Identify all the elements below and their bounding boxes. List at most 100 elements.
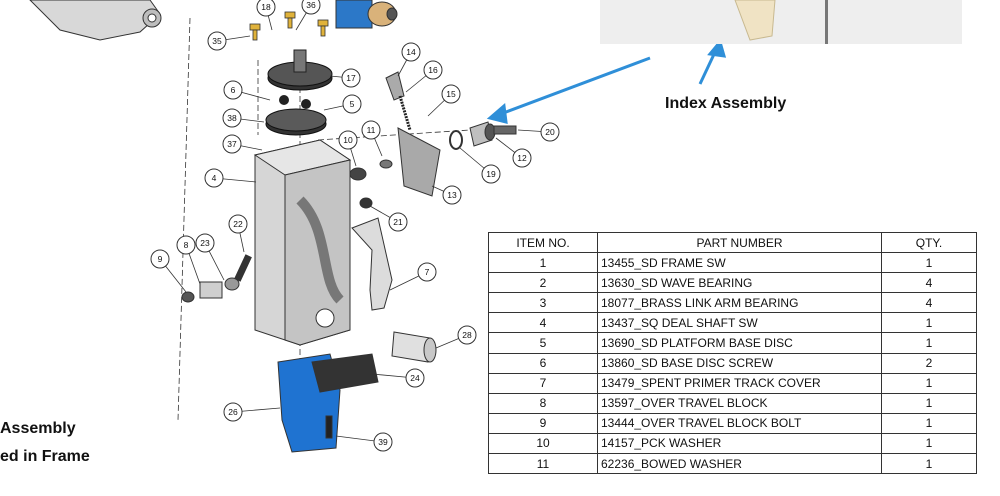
quantity: 1: [881, 312, 977, 334]
quantity: 1: [881, 392, 977, 414]
bom-header-qty: QTY.: [881, 231, 977, 254]
callout-balloon: [207, 31, 227, 51]
callout-balloon: [540, 122, 560, 142]
callout-balloon: [512, 148, 532, 168]
callout-number: 9: [158, 254, 163, 264]
blue-chute-part: [277, 353, 379, 453]
shaft-cylinder: [391, 331, 437, 363]
callout-12: 12: [495, 137, 532, 168]
quantity: 1: [881, 252, 977, 274]
callout-number: 5: [350, 99, 355, 109]
spent-primer-track-cover: [351, 217, 393, 311]
index-assembly-caption: Index Assembly: [665, 95, 787, 112]
callout-balloon: [228, 214, 248, 234]
callout-17: 17: [329, 68, 361, 88]
callout-6: 6: [223, 80, 271, 101]
left-caption-line2: ed in Frame: [0, 448, 90, 465]
part-number: 13455_SD FRAME SW: [597, 252, 882, 274]
index-assembly-photo: [600, 0, 962, 44]
callout-balloon: [442, 185, 462, 205]
part-number: 13630_SD WAVE BEARING: [597, 272, 882, 294]
callout-balloon: [405, 368, 425, 388]
callout-balloon: [423, 60, 443, 80]
callout-number: 15: [446, 89, 456, 99]
part-number: 13479_SPENT PRIMER TRACK COVER: [597, 372, 882, 394]
callout-balloon: [417, 262, 437, 282]
quantity: 4: [881, 292, 977, 314]
quantity: 4: [881, 272, 977, 294]
callout-8: 8: [176, 235, 201, 285]
top-screws: [249, 11, 329, 41]
callout-number: 26: [228, 407, 238, 417]
item-no: 4: [488, 312, 598, 334]
callout-balloon: [223, 80, 243, 100]
callout-balloon: [204, 168, 224, 188]
quantity: 1: [881, 372, 977, 394]
over-travel-block-parts: [181, 254, 252, 303]
callout-number: 10: [343, 135, 353, 145]
part-number: 14157_PCK WASHER: [597, 432, 882, 455]
callout-19: 19: [459, 147, 501, 184]
callout-5: 5: [323, 94, 362, 114]
item-no: 2: [488, 272, 598, 294]
callout-number: 35: [212, 36, 222, 46]
platform-base-disc: [267, 49, 333, 91]
item-no: 3: [488, 292, 598, 314]
callout-38: 38: [222, 108, 265, 128]
index-mechanism-parts: [349, 71, 517, 209]
callout-number: 18: [261, 2, 271, 12]
callout-15: 15: [427, 84, 461, 117]
callout-balloon: [388, 212, 408, 232]
callout-number: 38: [227, 113, 237, 123]
callout-10: 10: [338, 130, 358, 167]
callout-26: 26: [223, 402, 281, 422]
part-number: 13597_OVER TRAVEL BLOCK: [597, 392, 882, 414]
callout-7: 7: [389, 262, 437, 291]
callout-number: 13: [447, 190, 457, 200]
callout-balloon: [441, 84, 461, 104]
left-caption-line1: Assembly: [0, 420, 76, 437]
part-number: 18077_BRASS LINK ARM BEARING: [597, 292, 882, 314]
callout-number: 19: [486, 169, 496, 179]
callout-4: 4: [204, 168, 257, 188]
callout-number: 11: [367, 125, 376, 135]
callout-number: 22: [233, 219, 243, 229]
callout-21: 21: [369, 205, 408, 232]
part-number: 62236_BOWED WASHER: [597, 453, 882, 475]
index-arrows: [486, 38, 727, 124]
top-shaft-part: [335, 0, 398, 29]
item-no: 8: [488, 392, 598, 414]
callout-number: 21: [393, 217, 403, 227]
callout-23: 23: [195, 233, 225, 281]
callout-39: 39: [335, 432, 393, 452]
callout-balloon: [222, 108, 242, 128]
callout-number: 4: [212, 173, 217, 183]
callout-18: 18: [256, 0, 276, 31]
quantity: 2: [881, 352, 977, 374]
callout-balloon: [373, 432, 393, 452]
callout-number: 14: [406, 47, 416, 57]
callout-balloon: [338, 130, 358, 150]
callout-number: 7: [425, 267, 430, 277]
quantity: 1: [881, 412, 977, 434]
photo-content: [600, 0, 962, 44]
part-number: 13860_SD BASE DISC SCREW: [597, 352, 882, 374]
item-no: 10: [488, 432, 598, 455]
quantity: 1: [881, 453, 977, 475]
callout-number: 12: [517, 153, 527, 163]
item-no: 11: [488, 453, 598, 475]
callout-13: 13: [431, 185, 462, 205]
bom-header-item: ITEM NO.: [488, 231, 598, 254]
callout-balloon: [401, 42, 421, 62]
main-frame: [253, 139, 352, 346]
callout-number: 36: [306, 0, 316, 10]
callout-balloon: [223, 402, 243, 422]
item-no: 5: [488, 332, 598, 354]
callout-balloon: [176, 235, 196, 255]
